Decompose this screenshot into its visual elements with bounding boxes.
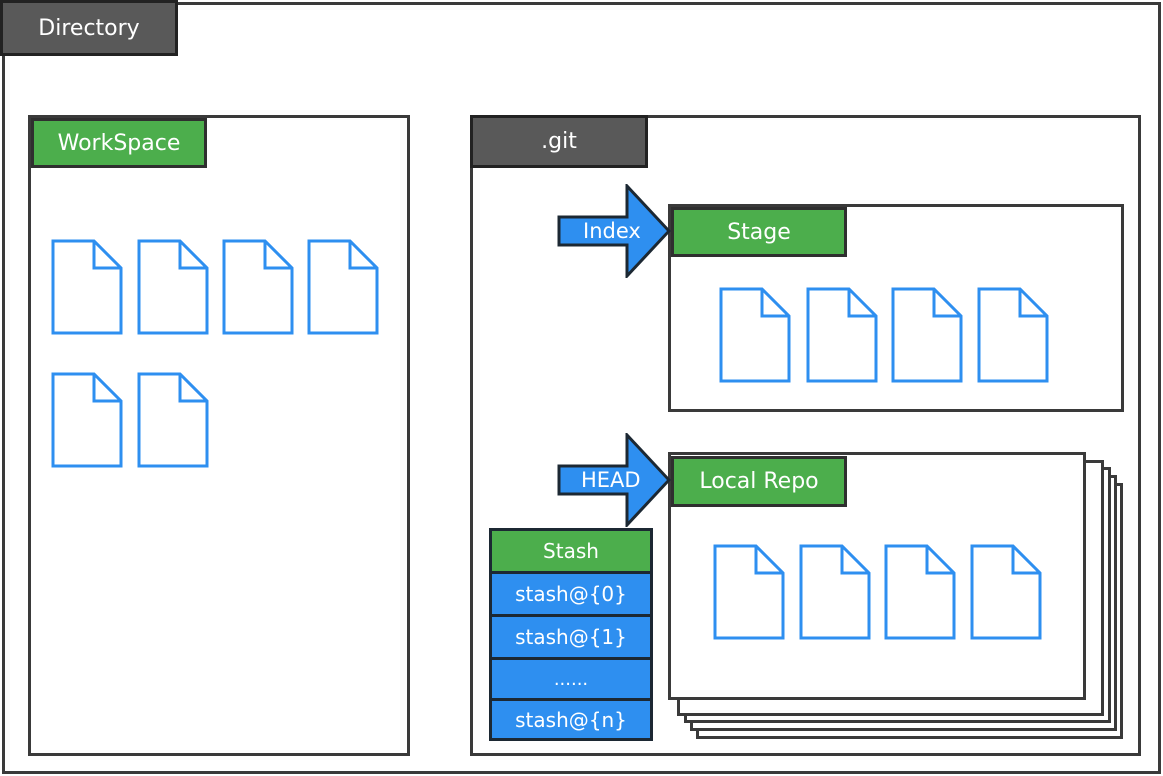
file-icon <box>977 287 1049 383</box>
file-icon <box>891 287 963 383</box>
local-repo-label: Local Repo <box>671 456 847 507</box>
git-label: .git <box>470 115 648 168</box>
file-icon <box>884 544 956 640</box>
file-icon <box>137 239 209 335</box>
file-icon <box>51 239 123 335</box>
workspace-panel <box>28 115 410 756</box>
file-icon <box>806 287 878 383</box>
file-icon <box>307 239 379 335</box>
stash-entry: stash@{0} <box>489 571 653 617</box>
index-pointer-label: Index <box>583 219 641 243</box>
file-icon <box>970 544 1042 640</box>
index-arrow-icon <box>557 184 671 278</box>
file-icon <box>719 287 791 383</box>
head-arrow-icon <box>557 433 671 527</box>
file-icon <box>51 372 123 468</box>
stash-entry: stash@{n} <box>489 698 653 741</box>
head-pointer-label: HEAD <box>581 468 641 492</box>
directory-label: Directory <box>0 0 178 56</box>
stash-entry: ...... <box>489 657 653 701</box>
stage-label: Stage <box>671 207 847 257</box>
file-icon <box>137 372 209 468</box>
stash-header: Stash <box>489 528 653 574</box>
workspace-label: WorkSpace <box>31 118 207 168</box>
file-icon <box>799 544 871 640</box>
stash-entry: stash@{1} <box>489 614 653 660</box>
file-icon <box>713 544 785 640</box>
file-icon <box>222 239 294 335</box>
